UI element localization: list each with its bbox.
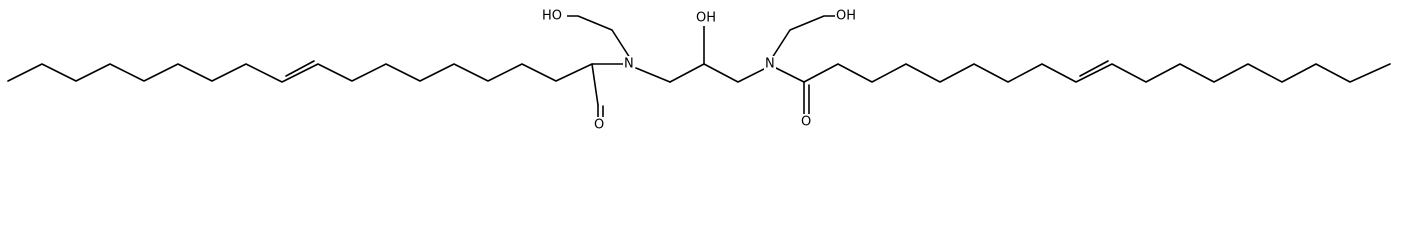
atom-oh-left-label: HO (542, 9, 562, 24)
central-backbone (669, 63, 767, 83)
atom-o-carbonyl-right-label: O (801, 115, 811, 130)
atom-oh-left: HO (541, 8, 567, 24)
left-n-to-backbone-bond (635, 67, 671, 83)
left-cis-double-bond (285, 60, 315, 77)
atom-oh-center-label: OH (696, 11, 716, 26)
atom-n-right: N (764, 56, 776, 72)
right-amide-cn-bond (775, 67, 805, 83)
left-hydroxyethyl-chain (565, 15, 631, 59)
atom-oh-center: OH (695, 10, 721, 26)
left-alkyl-chain (7, 63, 599, 106)
right-hydroxyethyl-chain (771, 15, 837, 59)
atom-n-right-label: N (765, 57, 775, 72)
atom-oh-right: OH (835, 8, 861, 24)
atom-oh-right-label: OH (836, 9, 856, 24)
chemical-structure: N N O O HO OH OH (7, 8, 1391, 133)
right-cis-double-bond (1079, 60, 1109, 77)
atom-n-left-label: N (624, 57, 634, 72)
atom-n-left: N (623, 56, 635, 72)
right-alkyl-chain (803, 63, 1391, 83)
atom-o-carbonyl-right: O (800, 114, 814, 130)
atom-o-carbonyl-left-label: O (594, 118, 604, 133)
atom-o-carbonyl-left: O (593, 117, 607, 133)
